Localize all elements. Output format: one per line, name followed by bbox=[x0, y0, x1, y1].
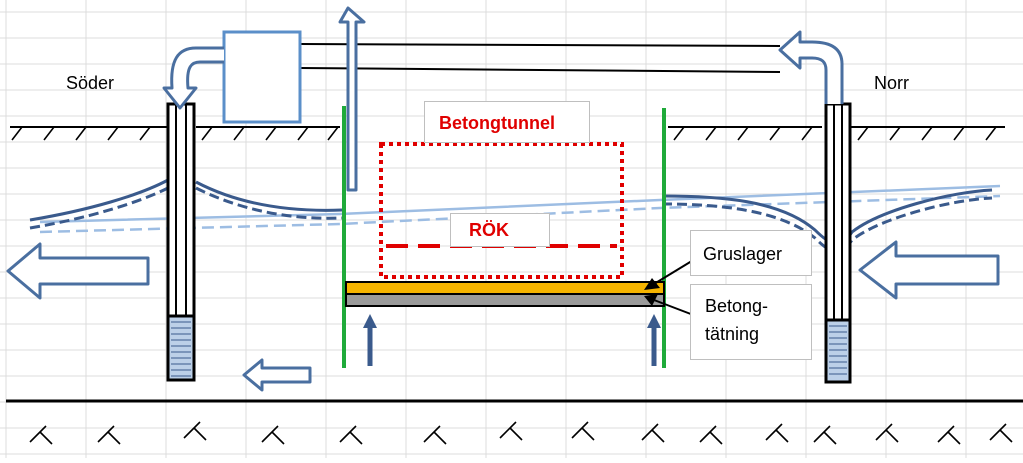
label-rok: RÖK bbox=[469, 220, 509, 240]
label-box-tunnel: Betongtunnel bbox=[424, 101, 590, 143]
discharge-line-lower bbox=[299, 67, 781, 73]
label-seal-line2: tätning bbox=[705, 324, 760, 344]
well-north bbox=[824, 102, 852, 384]
pump-box bbox=[222, 30, 302, 124]
flow-arrow-left-big bbox=[6, 242, 150, 300]
label-south: Söder bbox=[66, 73, 115, 93]
riser-pipe bbox=[338, 6, 366, 192]
uplift-arrow-left bbox=[363, 314, 377, 366]
well-filter-north bbox=[824, 318, 852, 384]
label-seal-line1: Betong- bbox=[705, 296, 769, 316]
flow-arrow-right-big bbox=[858, 240, 1000, 300]
label-gravel: Gruslager bbox=[703, 244, 783, 264]
label-box-rok: RÖK bbox=[450, 213, 550, 247]
concrete-tunnel-outline bbox=[379, 142, 624, 279]
pipe-well-north-to-discharge bbox=[778, 30, 844, 104]
well-filter-south bbox=[166, 314, 196, 382]
label-tunnel: Betongtunnel bbox=[439, 113, 555, 133]
pointer-seal bbox=[644, 294, 697, 317]
label-box-seal: Betong- tätning bbox=[690, 284, 812, 360]
bedrock-symbols bbox=[29, 421, 1013, 445]
ground-hatching bbox=[11, 126, 997, 141]
well-south bbox=[166, 102, 196, 382]
gravel-layer bbox=[345, 281, 665, 295]
flow-arrow-left-small bbox=[242, 358, 312, 392]
concrete-seal-layer bbox=[345, 293, 665, 307]
pipe-box-to-well-south bbox=[162, 46, 224, 110]
label-box-gravel: Gruslager bbox=[690, 230, 812, 276]
label-north: Norr bbox=[874, 73, 909, 93]
uplift-arrow-right bbox=[647, 314, 661, 366]
discharge-line-upper bbox=[299, 43, 781, 47]
